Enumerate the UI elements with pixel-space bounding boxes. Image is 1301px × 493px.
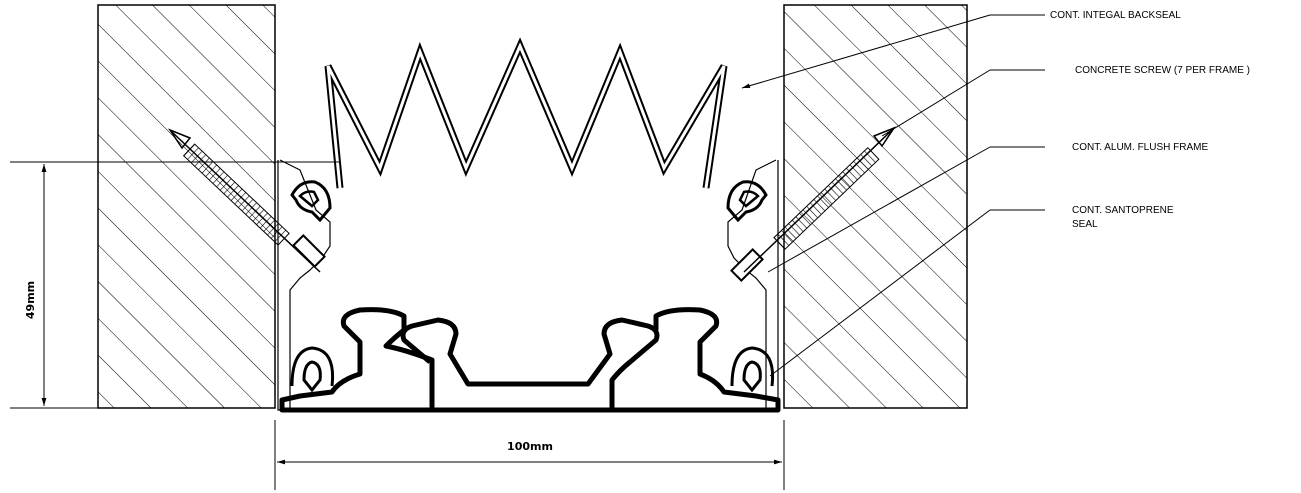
label-backseal: CONT. INTEGAL BACKSEAL — [1050, 10, 1181, 21]
label-santoprene-line2: SEAL — [1072, 219, 1098, 230]
label-concrete-screw: CONCRETE SCREW (7 PER FRAME ) — [1075, 65, 1250, 76]
right-concrete-screw — [743, 126, 896, 273]
santoprene-seal — [279, 307, 781, 413]
label-santoprene-line1: CONT. SANTOPRENE — [1072, 205, 1174, 216]
label-alum-frame: CONT. ALUM. FLUSH FRAME — [1072, 142, 1208, 153]
width-dimension — [274, 420, 785, 490]
height-dimension — [10, 161, 340, 409]
leader-lines — [741, 14, 1045, 377]
dimension-height-label: 49mm — [24, 281, 37, 319]
dimension-width-label: 100mm — [507, 440, 553, 453]
left-concrete-screw — [168, 128, 321, 273]
right-alum-frame — [726, 159, 779, 411]
backseal-bellows — [324, 37, 728, 189]
